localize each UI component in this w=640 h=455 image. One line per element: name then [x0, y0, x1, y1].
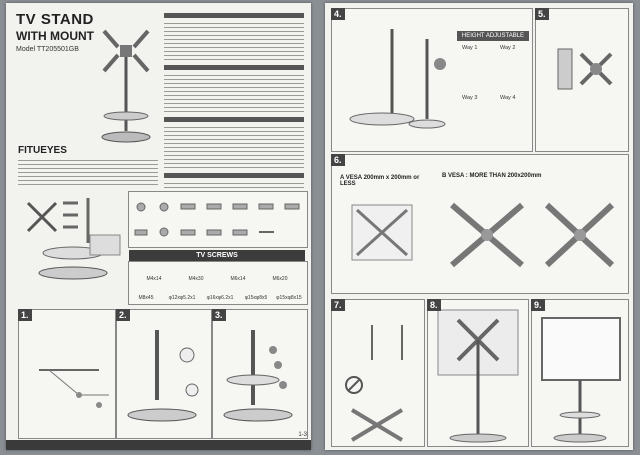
screw-label: φ12xφ5.2x1 [168, 295, 196, 301]
vesa-b-label: B VESA : MORE THAN 200x200mm [442, 173, 622, 179]
section-header-bar [164, 173, 304, 178]
step-3-number: 3. [212, 309, 226, 321]
screw-label: M4x30 [188, 276, 204, 282]
vesa-a-text: VESA 200mm x 200mm or LESS [340, 175, 420, 187]
step-5-number: 5. [535, 8, 549, 20]
step-2-diagram [127, 330, 199, 422]
title-with-mount: WITH MOUNT [16, 29, 94, 43]
product-illustration [101, 29, 151, 143]
way-label: Way 3 [462, 95, 478, 101]
screw-label: φ15xφ8x15 [276, 295, 302, 301]
screw-label: φ15xφ8x5 [244, 295, 268, 301]
step-6-panel: A VESA 200mm x 200mm or LESS B VESA : MO… [331, 154, 629, 294]
step-6-number: 6. [331, 154, 345, 166]
screw-label: M6x14 [230, 276, 246, 282]
step-2-panel [116, 309, 212, 439]
step-3-panel [212, 309, 308, 439]
way-label: Way 1 [462, 45, 478, 51]
screw-label: φ16xφ6.2x1 [206, 295, 234, 301]
warning-text-4 [164, 181, 304, 189]
screw-label: M4x14 [146, 276, 162, 282]
way-label: Way 4 [500, 95, 516, 101]
footer-bar [6, 440, 311, 450]
step-4-number: 4. [331, 8, 345, 20]
tv-screws-table: M4x14 M4x30 M6x14 M6x20 M8x45 φ12xφ5.2x1… [128, 261, 308, 305]
intro-text-block [18, 158, 158, 188]
way-label: Way 2 [500, 45, 516, 51]
step-1-panel [18, 309, 116, 439]
screw-label: M8x45 [138, 295, 154, 301]
vesa-b-text: VESA : MORE THAN 200x200mm [448, 173, 542, 179]
step-1-diagram [39, 369, 109, 408]
warning-text-2 [164, 73, 304, 113]
brand-logo: FITUEYES [18, 145, 67, 156]
section-header-bar [164, 65, 304, 70]
step-7-number: 7. [331, 299, 345, 311]
step-9-diagram [541, 317, 621, 443]
section-header-bar [164, 117, 304, 122]
step-8-diagram [437, 309, 519, 443]
step-4-diagram [349, 29, 446, 129]
step-9-panel [531, 299, 629, 447]
step-4-panel: HEIGHT ADJUSTABLE Way 1 Way 2 Way 3 Way … [331, 8, 533, 152]
step-5-diagram [557, 48, 613, 90]
model-number: Model TT205501GB [16, 46, 79, 53]
step-7-panel [331, 299, 425, 447]
page-number: 1-3 [298, 432, 307, 438]
hardware-icons [134, 202, 300, 237]
step-5-panel [535, 8, 629, 152]
step-7-diagram [345, 325, 404, 442]
step-1-number: 1. [18, 309, 32, 321]
step-6-diagram [351, 202, 615, 268]
hardware-grid [128, 191, 308, 248]
section-header-bar [164, 13, 304, 18]
step-2-number: 2. [116, 309, 130, 321]
warning-text-1 [164, 21, 304, 61]
vesa-a-label: A VESA 200mm x 200mm or LESS [340, 175, 430, 187]
tv-screws-header: TV SCREWS [129, 250, 305, 261]
parts-diagram [26, 198, 121, 280]
manual-right-page: HEIGHT ADJUSTABLE Way 1 Way 2 Way 3 Way … [325, 3, 633, 450]
manual-left-page: TV STAND WITH MOUNT Model TT205501GB FIT… [6, 3, 311, 450]
warning-text-3 [164, 125, 304, 170]
step-8-number: 8. [427, 299, 441, 311]
title-tv-stand: TV STAND [16, 11, 94, 28]
vesa-a-letter: A [340, 175, 345, 181]
step-3-diagram [223, 330, 293, 422]
screw-label: M6x20 [272, 276, 288, 282]
height-adjustable-label: HEIGHT ADJUSTABLE [457, 31, 529, 41]
step-9-number: 9. [531, 299, 545, 311]
vesa-b-letter: B [442, 173, 447, 179]
step-8-panel [427, 299, 529, 447]
